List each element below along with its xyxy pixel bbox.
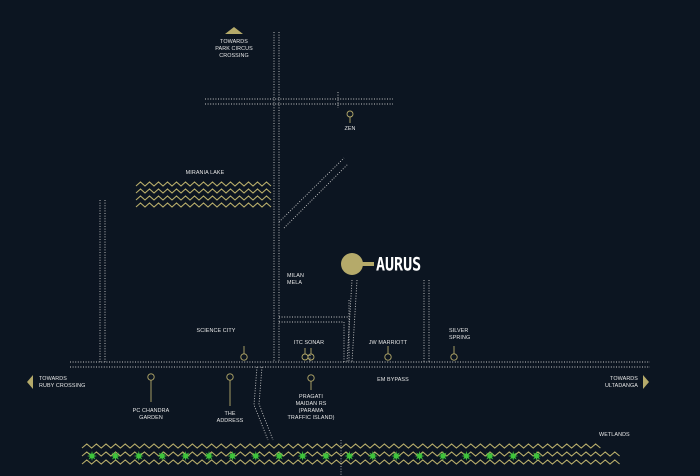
the-address-label: THE ADDRESS [216, 411, 244, 424]
silver-spring-label: SILVER SPRING [449, 328, 471, 341]
wetland-trees [87, 451, 542, 461]
science-city-pin-icon [240, 346, 248, 361]
tree-icon [297, 451, 308, 461]
zen-pin-icon [346, 110, 354, 123]
jw-marriott-label: JW MARRIOTT [368, 340, 408, 346]
pc-chandra-pin-icon [147, 373, 155, 402]
tree-icon [274, 451, 285, 461]
tree-icon [250, 451, 261, 461]
zen-label: ZEN [344, 126, 356, 132]
west-arrow-icon [27, 375, 33, 389]
itc-sonar-pin-icon [301, 348, 315, 361]
jw-marriott-pin-icon [384, 346, 392, 361]
tree-icon [438, 451, 448, 461]
tree-icon [414, 451, 425, 461]
road-network [70, 32, 650, 441]
tree-icon [508, 451, 519, 461]
tree-icon [157, 451, 168, 461]
east-direction-label: TOWARDS ULTADANGA [604, 376, 638, 389]
tree-icon [344, 451, 355, 461]
tree-icon [461, 451, 472, 461]
tree-icon [180, 451, 191, 461]
the-address-pin-icon [226, 373, 234, 406]
aurus-marker-icon [341, 253, 374, 275]
north-direction-label: TOWARDS PARK CIRCUS CROSSING [215, 39, 253, 59]
em-bypass-label: EM BYPASS [377, 377, 409, 383]
mirania-lake-waves [135, 181, 272, 208]
west-direction-label: TOWARDS RUBY CROSSING [39, 376, 86, 389]
mirania-lake-label: MIRANIA LAKE [185, 170, 225, 176]
tree-icon [484, 451, 495, 461]
wetlands-label: WETLANDS [599, 432, 630, 438]
pragati-label: PRAGATI MAIDAN RS (PARAMA TRAFFIC ISLAND… [287, 394, 335, 421]
tree-icon [227, 451, 238, 461]
tree-icon [321, 451, 331, 461]
science-city-label: SCIENCE CITY [196, 328, 236, 334]
pragati-pin-icon [307, 374, 315, 390]
tree-icon [367, 451, 378, 461]
aurus-logo: AURUS [376, 253, 422, 276]
tree-icon [110, 451, 121, 461]
milan-mela-label: MILAN MELA [287, 273, 304, 286]
tree-icon [531, 451, 542, 461]
tree-icon [204, 451, 214, 461]
tree-icon [133, 451, 144, 461]
north-arrow-icon [225, 27, 243, 34]
itc-sonar-label: ITC SONAR [293, 340, 325, 346]
tree-icon [391, 451, 402, 461]
east-arrow-icon [643, 375, 649, 389]
silver-spring-pin-icon [450, 346, 458, 361]
pc-chandra-label: PC CHANDRA GARDEN [132, 408, 170, 421]
tree-icon [87, 451, 97, 461]
